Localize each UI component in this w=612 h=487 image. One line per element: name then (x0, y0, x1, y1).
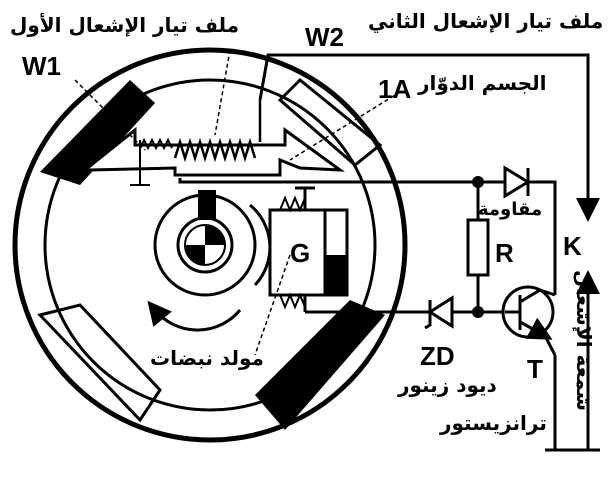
pulse-generator (147, 186, 349, 332)
generator-g-label: G (290, 238, 310, 268)
secondary-coil-label: ملف تيار الإشعال الثاني (368, 9, 603, 34)
w1-label: W1 (22, 51, 61, 81)
transistor-label: ترانزيستور (439, 411, 547, 435)
pulse-gen-label: مولد نبضات (150, 346, 264, 370)
pole-shoe-upper-left (40, 80, 155, 185)
k-label: K (563, 231, 582, 261)
t-label: T (527, 354, 543, 384)
outer-housing-ring (12, 47, 408, 443)
rotor-1a-label: 1A (378, 74, 411, 104)
primary-wire (178, 178, 478, 184)
spark-plug-label: شمعة الإشعال (572, 270, 596, 411)
pole-shoe-lower-left (37, 303, 162, 423)
protection-diode (478, 165, 557, 295)
hv-wire (258, 53, 600, 222)
pole-shoe-upper-right (277, 77, 383, 167)
zd-label: ZD (420, 341, 455, 371)
transistor (501, 285, 557, 450)
resistor-r-label: R (495, 238, 514, 268)
inner-housing-ring (43, 78, 377, 412)
secondary-winding (173, 100, 262, 163)
w2-label: W2 (305, 22, 344, 52)
rotor-label: الجسم الدوّار (417, 71, 547, 95)
resistor (466, 218, 490, 277)
resistor-label: مقاومة (478, 199, 542, 220)
pole-shoe-lower-right (255, 300, 385, 430)
leader-lines (74, 49, 401, 356)
primary-winding (130, 137, 173, 186)
primary-coil-label: ملف تيار الإشعال الأول (10, 12, 239, 37)
zener-label: ديود زينور (397, 373, 497, 397)
zener-diode (305, 295, 505, 330)
